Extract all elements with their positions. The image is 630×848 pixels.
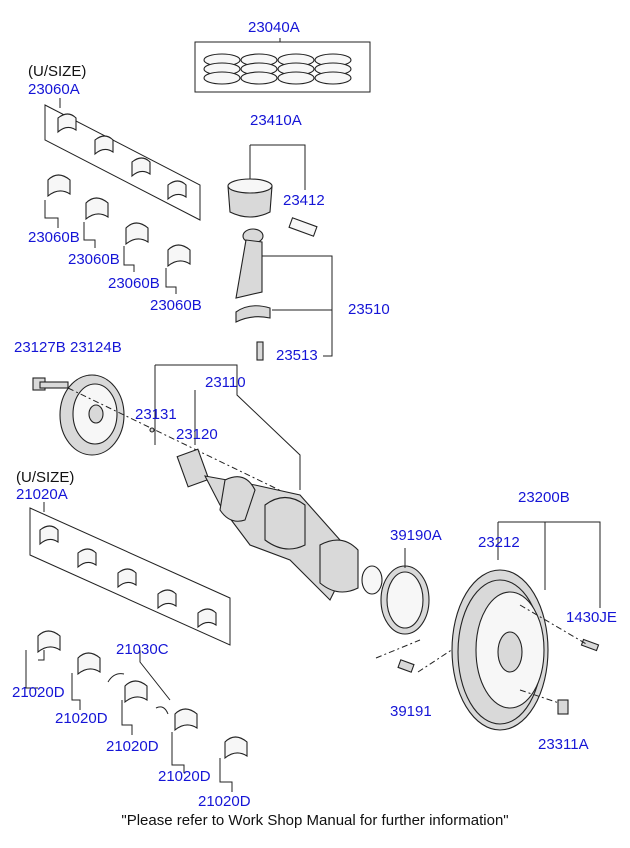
label-upper-bearing-3[interactable]: 23060B <box>108 275 160 292</box>
label-upper-bearing-2[interactable]: 23060B <box>68 251 120 268</box>
label-crank-pulley[interactable]: 23124B <box>70 339 122 356</box>
label-piston-rings[interactable]: 23040A <box>248 19 300 36</box>
label-connecting-rod-bolt[interactable]: 23513 <box>276 347 318 364</box>
label-crankshaft[interactable]: 23110 <box>205 374 246 391</box>
label-main-bearing-5[interactable]: 21020D <box>198 793 251 810</box>
label-drive-plate[interactable]: 39190A <box>390 527 442 544</box>
label-pulley-bolt[interactable]: 23127B <box>14 339 66 356</box>
label-drive-plate-bolt[interactable]: 39191 <box>390 703 432 720</box>
main-bearing-set-illustration <box>29 502 231 646</box>
label-sprocket[interactable]: 23120 <box>176 426 218 443</box>
piston-illustration <box>227 144 318 237</box>
label-main-bearing-4[interactable]: 21020D <box>158 768 211 785</box>
label-undersize-bottom: (U/SIZE) <box>16 469 75 486</box>
label-upper-bearing-4[interactable]: 23060B <box>150 297 202 314</box>
flywheel-illustration <box>451 521 601 731</box>
label-flywheel[interactable]: 23200B <box>518 489 570 506</box>
label-piston[interactable]: 23410A <box>250 112 302 129</box>
upper-bearing-pieces-illustration <box>44 174 191 294</box>
label-dowel-pin[interactable]: 1430JE <box>566 609 617 626</box>
label-ring-gear[interactable]: 23212 <box>478 534 520 551</box>
label-flywheel-bolt[interactable]: 23311A <box>538 736 589 753</box>
connecting-rod-illustration <box>235 228 333 361</box>
label-main-bearing-set[interactable]: 21020A <box>16 486 68 503</box>
label-upper-bearing-set[interactable]: 23060A <box>28 81 80 98</box>
label-main-bearing-1[interactable]: 21020D <box>12 684 65 701</box>
main-bearing-pieces-illustration <box>25 630 248 792</box>
label-main-bearing-2[interactable]: 21020D <box>55 710 108 727</box>
label-piston-pin[interactable]: 23412 <box>283 192 325 209</box>
drive-plate-illustration <box>375 548 521 673</box>
piston-rings-illustration <box>194 38 371 93</box>
label-main-bearing-3[interactable]: 21020D <box>106 738 159 755</box>
label-upper-bearing-1[interactable]: 23060B <box>28 229 80 246</box>
label-pin[interactable]: 23131 <box>135 406 177 423</box>
crankshaft-illustration <box>149 364 383 601</box>
label-thrust-washer[interactable]: 21030C <box>116 641 169 658</box>
footer-note: "Please refer to Work Shop Manual for fu… <box>121 812 509 829</box>
label-connecting-rod[interactable]: 23510 <box>348 301 390 318</box>
upper-bearing-set-illustration <box>44 98 201 221</box>
label-undersize-top: (U/SIZE) <box>28 63 87 80</box>
crank-pulley-illustration <box>32 374 301 501</box>
